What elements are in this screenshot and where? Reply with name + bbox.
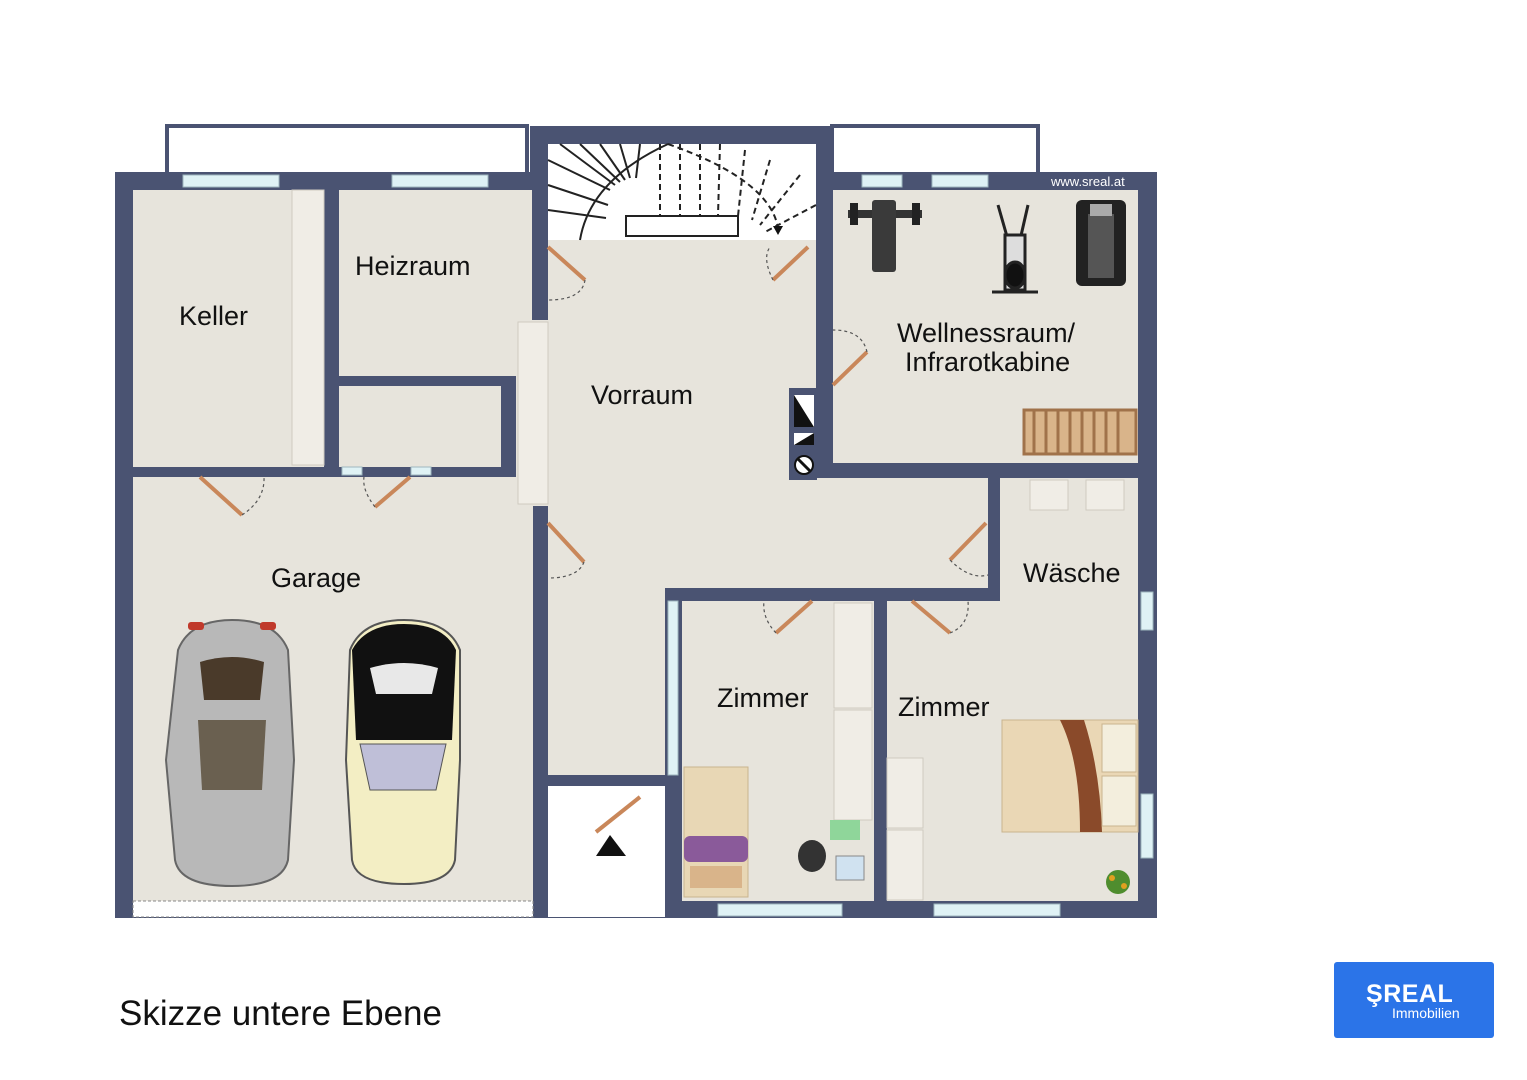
double-bed [1001, 719, 1139, 833]
room-label-garage: Garage [271, 563, 362, 593]
room-label-heizraum: Heizraum [355, 251, 471, 281]
logo-brand-text: REAL [1383, 980, 1454, 1008]
treadmill-icon [1076, 200, 1126, 286]
room-label-keller: Keller [179, 301, 249, 331]
built-in-cabinets [291, 189, 1125, 901]
balcony-right [830, 124, 1040, 176]
staircase [547, 143, 817, 241]
silver-car-icon [164, 618, 296, 888]
elliptical-trainer-icon [992, 204, 1038, 294]
sreal-logo: ŞREAL Immobilien [1334, 962, 1494, 1038]
room-label-vorraum: Vorraum [591, 380, 694, 410]
logo-brand: ŞREAL [1366, 980, 1453, 1009]
room-label-waesche: Wäsche [1023, 558, 1121, 588]
plan-caption: Skizze untere Ebene [119, 994, 442, 1033]
doors [198, 245, 988, 834]
garage-door [132, 900, 534, 918]
windows [182, 174, 1154, 917]
bench-press-icon [848, 200, 922, 272]
balcony-left [165, 124, 529, 176]
black-car-icon [344, 618, 461, 886]
desk-chair-icon [798, 820, 865, 881]
room-label-wellness-line2: Infrarotkabine [905, 347, 1071, 377]
single-bed [683, 766, 749, 898]
technical-installation [789, 388, 817, 480]
room-label-wellness-line1: Wellnessraum/ [897, 318, 1076, 348]
room-label-zimmer-left: Zimmer [717, 683, 809, 713]
entrance-arrow-icon [596, 835, 626, 856]
watermark: www.sreal.at [1051, 174, 1125, 189]
room-label-zimmer-right: Zimmer [898, 692, 990, 722]
door-swings [241, 246, 989, 634]
infrared-bench [1022, 408, 1138, 456]
logo-s-icon: Ş [1366, 980, 1384, 1008]
plant-icon [1106, 870, 1130, 894]
logo-subtitle: Immobilien [1392, 1005, 1460, 1021]
